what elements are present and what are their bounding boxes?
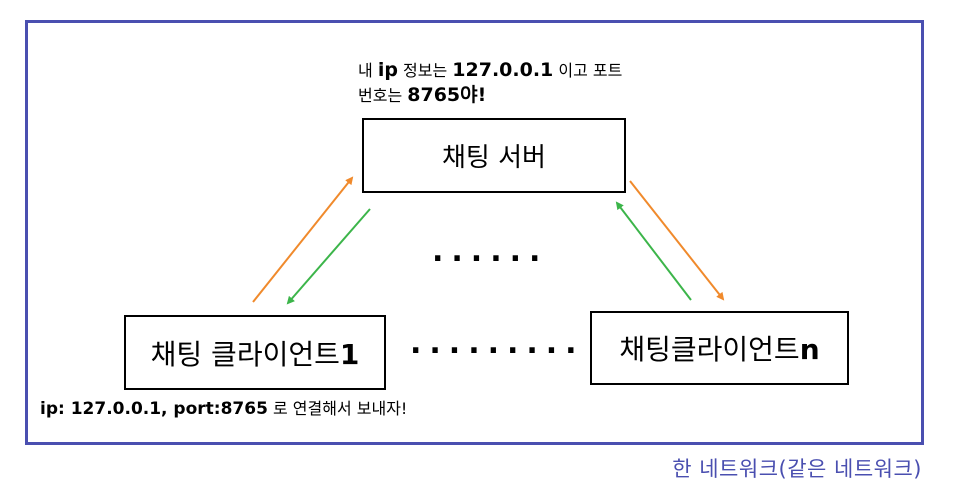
server-note: 내 ip 정보는 127.0.0.1 이고 포트 번호는 8765야! [358,58,648,108]
chat-client-n-box: 채팅클라이언트n [590,311,849,385]
server-note-ip-key: ip [377,59,398,81]
clientn-to-server-arrow [615,201,692,301]
client-note-connection: ip: 127.0.0.1, port:8765 [40,399,268,419]
between-clients-dots: ......... [410,326,585,361]
server-to-clientn-arrow [629,180,725,301]
server-note-port-value: 8765 [407,84,461,106]
server-note-text: 야! [460,84,487,106]
server-note-text: 내 [358,61,378,80]
client-note: ip: 127.0.0.1, port:8765 로 연결해서 보내자! [40,395,407,419]
chat-client-n-label-text: 채팅클라이언트 [619,333,800,366]
chat-server-box: 채팅 서버 [362,118,626,193]
server-note-text: 번호는 [358,86,408,105]
chat-client-1-box: 채팅 클라이언트1 [124,315,386,390]
chat-client-1-label-text: 채팅 클라이언트 [150,337,340,371]
server-to-client1-arrow [286,208,371,305]
server-note-text: 정보는 [397,61,453,80]
server-note-text: 이고 포트 [553,61,623,80]
network-label: 한 네트워크(같은 네트워크) [672,457,922,481]
client-note-text: 로 연결해서 보내자! [267,399,408,418]
client1-to-server-arrow [252,176,354,303]
chat-client-n-label: 채팅클라이언트n [619,328,819,368]
chat-server-label: 채팅 서버 [442,143,546,173]
chat-client-n-label-number: n [799,333,820,366]
server-note-ip-value: 127.0.0.1 [452,59,554,81]
more-clients-dots: ...... [432,234,549,269]
chat-client-1-label-number: 1 [339,337,360,371]
chat-client-1-label: 채팅 클라이언트1 [151,333,360,373]
network-boundary [25,20,924,445]
